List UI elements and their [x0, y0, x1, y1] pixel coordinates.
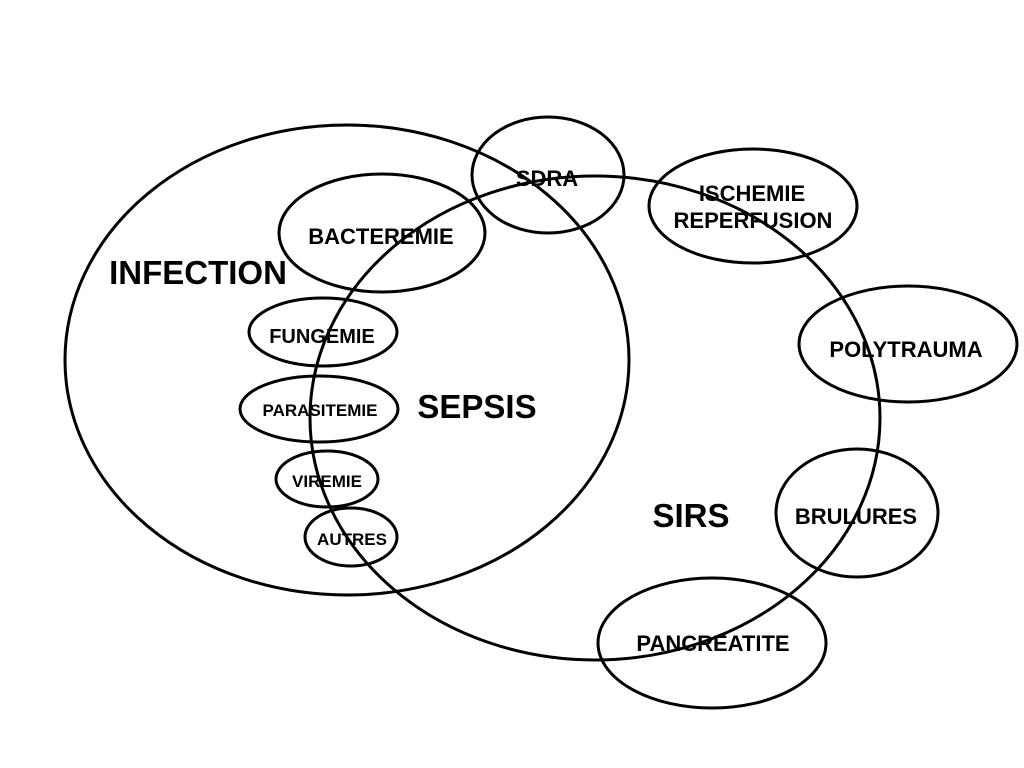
- infection-label: INFECTION: [109, 254, 287, 291]
- fungemie-label: FUNGEMIE: [269, 326, 375, 348]
- ischemie-label-line1: ISCHEMIE: [699, 181, 805, 206]
- parasitemie-label: PARASITEMIE: [263, 401, 378, 420]
- viremie-ellipse: [274, 449, 380, 509]
- autres-ellipse: [303, 506, 399, 568]
- autres-label: AUTRES: [317, 530, 387, 549]
- pancreatite-ellipse: [596, 576, 828, 710]
- bacteremie-label: BACTEREMIE: [308, 224, 453, 249]
- sdra-ellipse: [470, 115, 626, 235]
- pancreatite-label: PANCREATITE: [636, 631, 789, 656]
- brulures-label: BRULURES: [795, 504, 917, 529]
- brulures-ellipse: [774, 447, 940, 579]
- ischemie-label-line2: REPERFUSION: [674, 208, 833, 233]
- parasitemie-ellipse: [238, 374, 400, 444]
- ischemie-reperfusion-ellipse: [647, 147, 859, 265]
- polytrauma-ellipse: [797, 284, 1019, 404]
- bacteremie-ellipse: [277, 172, 487, 294]
- infection-circle: [63, 123, 631, 597]
- viremie-label: VIREMIE: [292, 472, 362, 491]
- polytrauma-label: POLYTRAUMA: [829, 337, 982, 362]
- sdra-label: SDRA: [516, 166, 578, 191]
- sirs-label: SIRS: [652, 497, 729, 534]
- fungemie-ellipse: [247, 296, 399, 368]
- sepsis-label: SEPSIS: [417, 388, 536, 425]
- sirs-circle: [308, 174, 882, 662]
